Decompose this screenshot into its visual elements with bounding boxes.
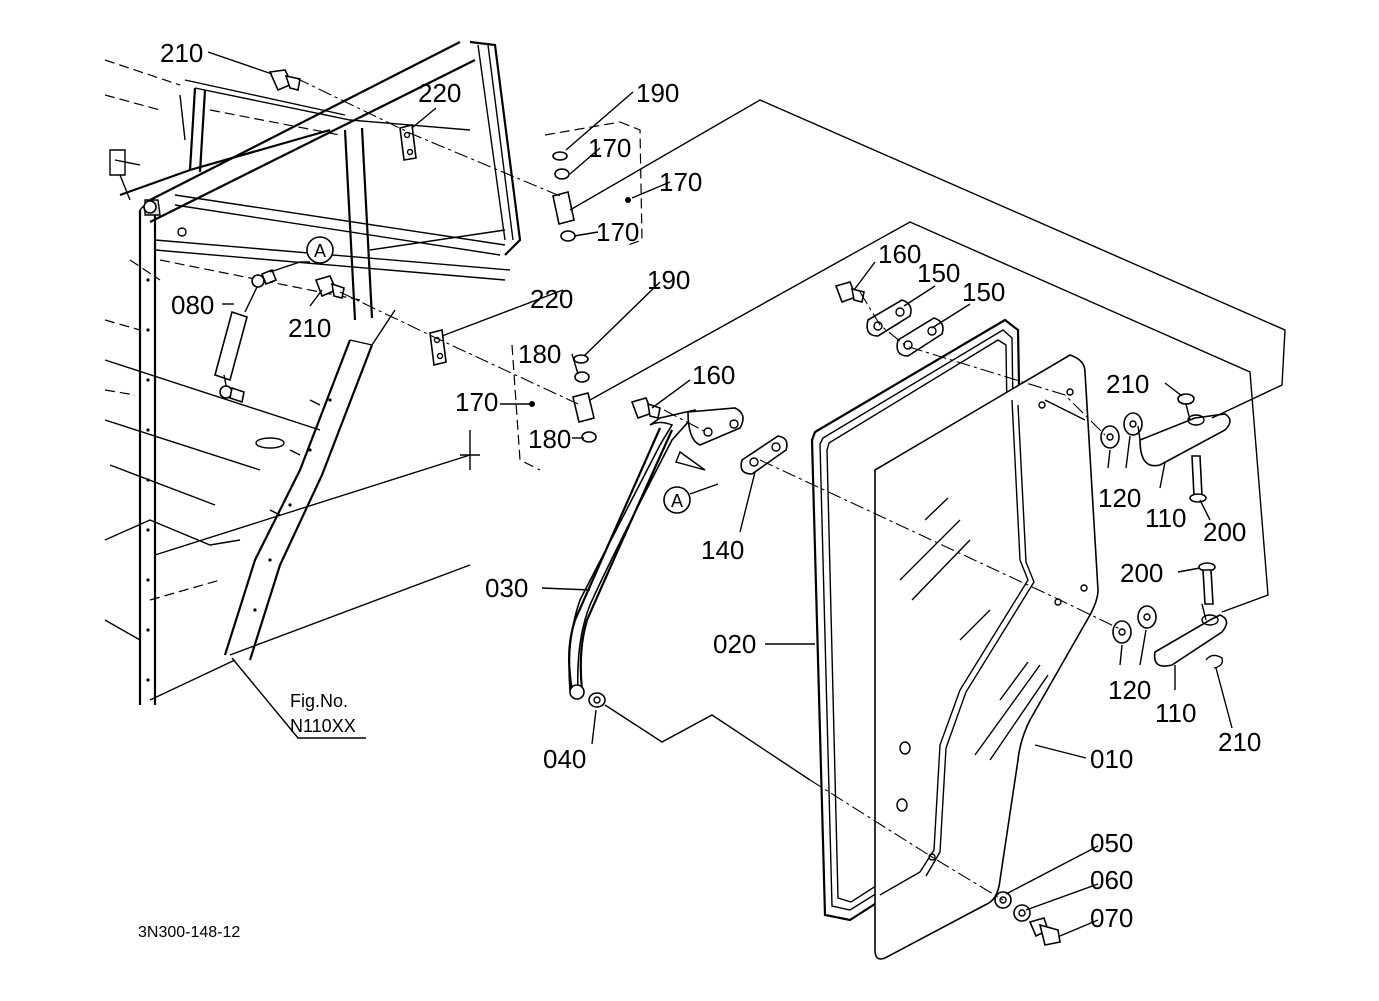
callout-130-left: 140 <box>701 535 744 565</box>
callout-210-upper: 210 <box>1106 369 1149 399</box>
bolt-150-right <box>834 281 865 304</box>
plate-130-left <box>740 435 788 475</box>
bolt-150-left <box>630 397 661 420</box>
washer-040 <box>588 692 606 708</box>
callout-170-d: 180 <box>528 424 571 454</box>
bolt-070 <box>1028 917 1061 946</box>
callout-110-lower: 110 <box>1155 698 1196 728</box>
callout-070: 070 <box>1090 903 1133 933</box>
support-rod-030 <box>568 407 744 700</box>
callout-030: 030 <box>485 573 528 603</box>
figure-reference: Fig.No. N110XX <box>290 691 356 736</box>
callout-labels: 210 220 190 170 170 170 080 210 220 190 … <box>160 38 1261 933</box>
fig-ref-number: N110XX <box>290 716 356 736</box>
callout-180-mid: 190 <box>647 265 690 295</box>
callout-190-top: 210 <box>160 38 203 68</box>
callout-120-upper: 120 <box>1098 483 1141 513</box>
callout-110-upper: 110 <box>1145 503 1186 533</box>
callout-200-upper: 200 <box>1203 517 1246 547</box>
gas-spring-080 <box>214 268 278 404</box>
callout-220-mid: 220 <box>530 284 573 314</box>
callout-120-lower: 120 <box>1108 675 1151 705</box>
svg-text:A: A <box>671 491 683 511</box>
callout-180-top: 190 <box>636 78 679 108</box>
pin-200-upper <box>1189 455 1207 503</box>
plate-140 <box>866 299 912 337</box>
view-marker-a-upper: A <box>306 236 334 264</box>
callout-080: 080 <box>171 290 214 320</box>
callout-170-b: 170 <box>596 217 639 247</box>
hinge-bracket-220-lower <box>429 329 447 366</box>
washers-120-upper <box>1100 412 1143 449</box>
hinge-assembly-160-upper <box>544 121 643 246</box>
svg-text:A: A <box>314 241 326 261</box>
callout-220-top: 220 <box>418 78 461 108</box>
callout-150-left: 160 <box>692 360 735 390</box>
callout-190-mid: 210 <box>288 313 331 343</box>
view-marker-a-lower: A <box>663 483 719 514</box>
callout-160-mid: 170 <box>455 387 498 417</box>
clip-210-lower <box>1205 654 1224 669</box>
callout-050: 050 <box>1090 828 1133 858</box>
hinge-assembly-160-lower <box>511 344 597 471</box>
callout-210-lower: 210 <box>1218 727 1261 757</box>
bolt-190-upper <box>268 69 301 92</box>
drawing-number: 3N300-148-12 <box>138 924 240 941</box>
callout-140: 150 <box>917 258 960 288</box>
callout-010: 010 <box>1090 744 1133 774</box>
washers-120-lower <box>1112 605 1157 644</box>
callout-200-lower: 200 <box>1120 558 1163 588</box>
washer-060 <box>1013 904 1031 922</box>
pin-200-lower <box>1198 562 1216 605</box>
callout-130-right: 150 <box>962 277 1005 307</box>
door-glass-010 <box>874 354 1099 960</box>
fig-ref-label: Fig.No. <box>290 691 348 711</box>
callout-060: 060 <box>1090 865 1133 895</box>
callout-020: 020 <box>713 629 756 659</box>
assembly-lines <box>207 51 1286 937</box>
cab-frame <box>104 40 522 705</box>
hinge-arm-110-upper <box>1139 413 1231 467</box>
hinge-bracket-220-upper <box>399 124 417 161</box>
hinge-arm-110-lower <box>1153 614 1228 667</box>
callout-150-right: 160 <box>878 239 921 269</box>
bolt-190-lower <box>314 275 345 299</box>
callout-040: 040 <box>543 744 586 774</box>
callout-170-c: 180 <box>518 339 561 369</box>
callout-170-a: 170 <box>588 133 631 163</box>
callout-160-top: 170 <box>659 167 702 197</box>
